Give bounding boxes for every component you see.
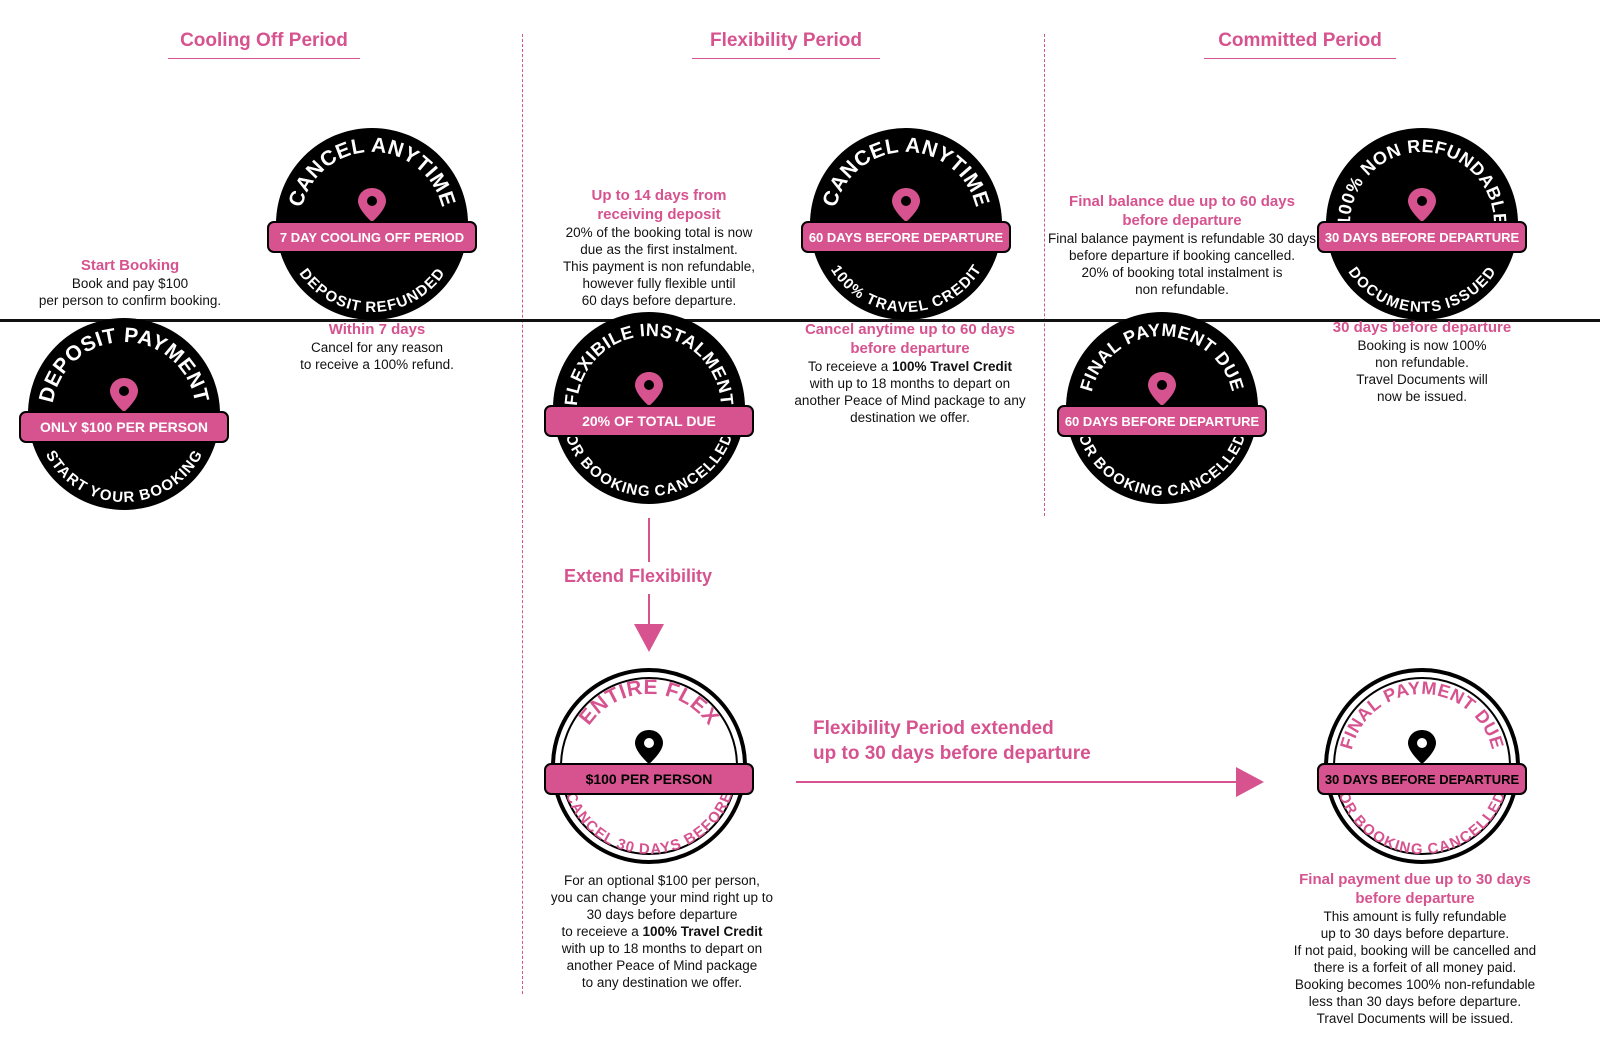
extend-flexibility-label: Extend Flexibility <box>563 566 713 586</box>
cancel-60-days-body: To receieve a 100% Travel Credit with up… <box>790 358 1030 426</box>
30-days-title: 30 days before departure <box>1332 319 1512 336</box>
start-booking-title: Start Booking <box>80 257 180 274</box>
entire-flex-body-pre: For an optional $100 per person, you can… <box>550 873 774 939</box>
up-to-14-days-text: Up to 14 days from receiving deposit 20%… <box>548 186 770 309</box>
map-pin-icon <box>358 188 386 222</box>
map-pin-icon <box>635 730 663 764</box>
final-30-body: This amount is fully refundable up to 30… <box>1293 909 1537 1026</box>
badge-band-label: 30 DAYS BEFORE DEPARTURE <box>1325 230 1520 245</box>
flex-extended-arrow-head <box>1236 767 1264 797</box>
cancel-60-body-post: with up to 18 months to depart on anothe… <box>794 376 1026 425</box>
badge-band-label: 30 DAYS BEFORE DEPARTURE <box>1325 772 1520 787</box>
badge-band-label: $100 PER PERSON <box>586 771 713 787</box>
badge-band-label: 20% OF TOTAL DUE <box>582 413 716 429</box>
30-days-body: Booking is now 100% non refundable. Trav… <box>1356 338 1488 404</box>
extend-arrow-head <box>634 624 664 652</box>
extend-line-upper <box>648 518 650 562</box>
timeline-line <box>0 319 1600 322</box>
cancel-60-body-bold: 100% Travel Credit <box>891 359 1013 374</box>
extend-line-lower <box>648 594 650 626</box>
map-pin-icon <box>635 372 663 406</box>
final-balance-title: Final balance due up to 60 days before d… <box>1069 193 1295 229</box>
flex-extended-line1: Flexibility Period extended <box>813 718 1054 739</box>
final-30-title: Final payment due up to 30 days before d… <box>1299 871 1531 907</box>
cancel-60-body-pre: To receieve a <box>807 359 892 374</box>
period-header-flexibility: Flexibility Period <box>692 30 880 59</box>
flex-extended-line <box>796 781 1238 783</box>
cancel-60-days-text: Cancel anytime up to 60 days before depa… <box>790 320 1030 426</box>
map-pin-icon <box>110 378 138 412</box>
badge-band-label: ONLY $100 PER PERSON <box>40 419 208 435</box>
divider-cooling-flex <box>522 34 523 994</box>
up-to-14-days-body: 20% of the booking total is now due as t… <box>562 225 756 308</box>
start-booking-body: Book and pay $100 per person to confirm … <box>38 276 222 308</box>
final-balance-body: Final balance payment is refundable 30 d… <box>1048 231 1316 297</box>
map-pin-icon <box>892 188 920 222</box>
up-to-14-days-title: Up to 14 days from receiving deposit <box>591 187 727 223</box>
final-balance-text: Final balance due up to 60 days before d… <box>1044 192 1320 298</box>
30-days-text: 30 days before departure Booking is now … <box>1312 318 1532 405</box>
map-pin-icon <box>1408 730 1436 764</box>
map-pin-icon <box>1408 188 1436 222</box>
final-30-text: Final payment due up to 30 days before d… <box>1280 870 1550 1027</box>
badge-band-label: 7 DAY COOLING OFF PERIOD <box>280 230 464 245</box>
divider-flex-committed <box>1044 34 1045 516</box>
entire-flex-body: For an optional $100 per person, you can… <box>532 872 792 991</box>
period-header-committed: Committed Period <box>1204 30 1396 59</box>
entire-flex-body-post: with up to 18 months to depart on anothe… <box>561 941 763 990</box>
cancel-60-days-title: Cancel anytime up to 60 days before depa… <box>804 321 1016 357</box>
start-booking-text: Start Booking Book and pay $100 per pers… <box>20 256 240 309</box>
badge-band-label: 60 DAYS BEFORE DEPARTURE <box>1065 414 1260 429</box>
within-7-days-text: Within 7 days Cancel for any reason to r… <box>272 320 482 373</box>
within-7-days-body: Cancel for any reason to receive a 100% … <box>300 340 454 372</box>
entire-flex-body-bold: 100% Travel Credit <box>642 924 763 939</box>
badge-band-label: 60 DAYS BEFORE DEPARTURE <box>809 230 1004 245</box>
entire-flex-text: For an optional $100 per person, you can… <box>532 872 792 991</box>
map-pin-icon <box>1148 372 1176 406</box>
within-7-days-title: Within 7 days <box>328 321 426 338</box>
flex-extended-line2: up to 30 days before departure <box>813 743 1091 764</box>
period-header-cooling-off: Cooling Off Period <box>168 30 360 59</box>
